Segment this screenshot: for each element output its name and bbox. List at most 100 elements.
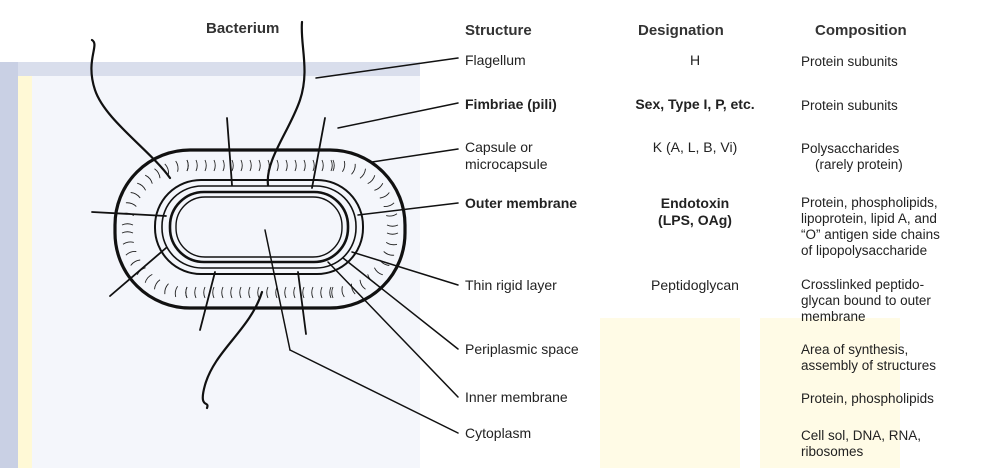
capsule-fiber: [232, 160, 233, 171]
structure-fimbriae: Fimbriae (pili): [465, 96, 557, 113]
structure-inner-membrane: Inner membrane: [465, 389, 568, 406]
composition-fimbriae: Protein subunits: [801, 98, 898, 114]
capsule-fiber: [268, 160, 269, 171]
cytoplasm-outline: [176, 197, 342, 257]
fimbria: [200, 272, 215, 330]
capsule-fiber: [384, 252, 394, 256]
capsule-fiber: [186, 287, 187, 298]
structure-periplasmic-space: Periplasmic space: [465, 341, 579, 358]
composition-outer-membrane-line3: “O” antigen side chains: [801, 227, 940, 243]
composition-periplasmic-space-line2: assembly of structures: [801, 358, 936, 374]
capsule-fiber: [295, 160, 296, 171]
capsule-fiber: [205, 160, 206, 171]
leader-line-cytoplasm-lower: [290, 350, 458, 433]
structure-flagellum: Flagellum: [465, 52, 526, 69]
leader-line-inner-membrane: [328, 262, 458, 397]
capsule-fiber: [387, 225, 398, 226]
fimbria: [312, 118, 325, 188]
structure-capsule-line1: Capsule or: [465, 139, 533, 156]
capsule-fiber: [258, 287, 259, 298]
structure-cytoplasm: Cytoplasm: [465, 425, 531, 442]
capsule-fiber: [249, 287, 250, 298]
capsule-fiber: [165, 284, 169, 294]
capsule-fiber: [155, 280, 161, 290]
capsule-fiber: [330, 287, 331, 298]
leader-line-cytoplasm: [265, 230, 290, 350]
capsule-fiber: [223, 160, 224, 171]
capsule-fiber: [240, 287, 241, 298]
capsule-fiber: [384, 203, 394, 207]
capsule-fiber: [195, 287, 196, 298]
capsule-fiber: [285, 287, 286, 298]
capsule-fiber: [387, 233, 398, 234]
capsule-fiber: [342, 286, 344, 297]
capsule-fiber: [131, 260, 141, 266]
capsule-fiber: [321, 287, 322, 298]
capsule-fiber: [123, 242, 134, 244]
capsule-fiber: [312, 287, 313, 298]
fimbria: [298, 272, 306, 334]
capsule-fiber: [313, 160, 314, 171]
designation-outer-membrane-line1: Endotoxin: [600, 195, 790, 212]
header-designation: Designation: [638, 22, 724, 39]
designation-outer-membrane-line2: (LPS, OAg): [600, 212, 790, 229]
composition-thin-rigid-layer-line3: membrane: [801, 309, 866, 325]
capsule-fiber: [213, 287, 214, 298]
capsule-fiber: [250, 160, 251, 171]
capsule-fiber: [360, 280, 366, 290]
leader-line-thin-rigid-layer: [352, 252, 458, 285]
fimbria: [92, 212, 166, 216]
designation-fimbriae: Sex, Type I, P, etc.: [600, 96, 790, 113]
leader-line-outer-membrane: [358, 203, 458, 215]
composition-capsule-line1: Polysaccharides: [801, 141, 899, 157]
composition-flagellum: Protein subunits: [801, 54, 898, 70]
capsule-fiber: [380, 193, 390, 199]
capsule-fiber: [145, 175, 152, 183]
composition-inner-membrane: Protein, phospholipids: [801, 391, 934, 407]
designation-capsule: K (A, L, B, Vi): [600, 139, 790, 156]
capsule-fiber: [303, 287, 304, 298]
composition-cytoplasm-line2: ribosomes: [801, 444, 863, 460]
capsule-fiber: [277, 160, 278, 171]
thin-rigid-layer-outline: [162, 186, 356, 268]
composition-thin-rigid-layer-line2: glycan bound to outer: [801, 293, 931, 309]
capsule-fiber: [286, 160, 287, 171]
capsule-fiber: [176, 161, 178, 172]
leader-line-flagellum: [316, 58, 458, 78]
header-composition: Composition: [815, 22, 907, 39]
capsule-fiber: [137, 183, 145, 190]
capsule-fiber: [204, 287, 205, 298]
capsule-fiber: [267, 287, 268, 298]
capsule-fiber: [122, 232, 133, 233]
capsule-fiber: [331, 160, 332, 171]
outer-membrane-outline: [155, 180, 363, 274]
capsule-fiber: [222, 287, 223, 298]
capsule-fiber: [352, 164, 356, 174]
header-bacterium: Bacterium: [206, 20, 279, 37]
capsule-fiber: [187, 160, 188, 171]
capsule-fiber: [386, 214, 397, 216]
capsule-fiber: [122, 224, 133, 225]
composition-cytoplasm-line1: Cell sol, DNA, RNA,: [801, 428, 921, 444]
leader-line-capsule: [372, 149, 458, 162]
composition-outer-membrane-line1: Protein, phospholipids,: [801, 195, 938, 211]
capsule-fiber: [126, 251, 136, 255]
structure-capsule-line2: microcapsule: [465, 156, 547, 173]
capsule-fiber: [322, 160, 323, 171]
capsule-fiber: [155, 169, 161, 179]
capsule-fiber: [368, 175, 375, 183]
capsule-fiber: [145, 274, 152, 282]
capsule-fiber: [342, 161, 344, 172]
designation-thin-rigid-layer: Peptidoglycan: [600, 277, 790, 294]
capsule-fiber: [294, 287, 295, 298]
structure-outer-membrane: Outer membrane: [465, 195, 577, 212]
capsule-fiber: [386, 242, 397, 244]
composition-capsule-line2: (rarely protein): [815, 157, 903, 173]
capsule-fiber: [332, 287, 333, 298]
capsule-fiber: [333, 160, 334, 171]
capsule-fiber: [131, 193, 141, 199]
composition-thin-rigid-layer-line1: Crosslinked peptido-: [801, 277, 924, 293]
capsule-fiber: [259, 160, 260, 171]
leader-line-fimbriae: [338, 103, 458, 128]
capsule-fiber: [241, 160, 242, 171]
